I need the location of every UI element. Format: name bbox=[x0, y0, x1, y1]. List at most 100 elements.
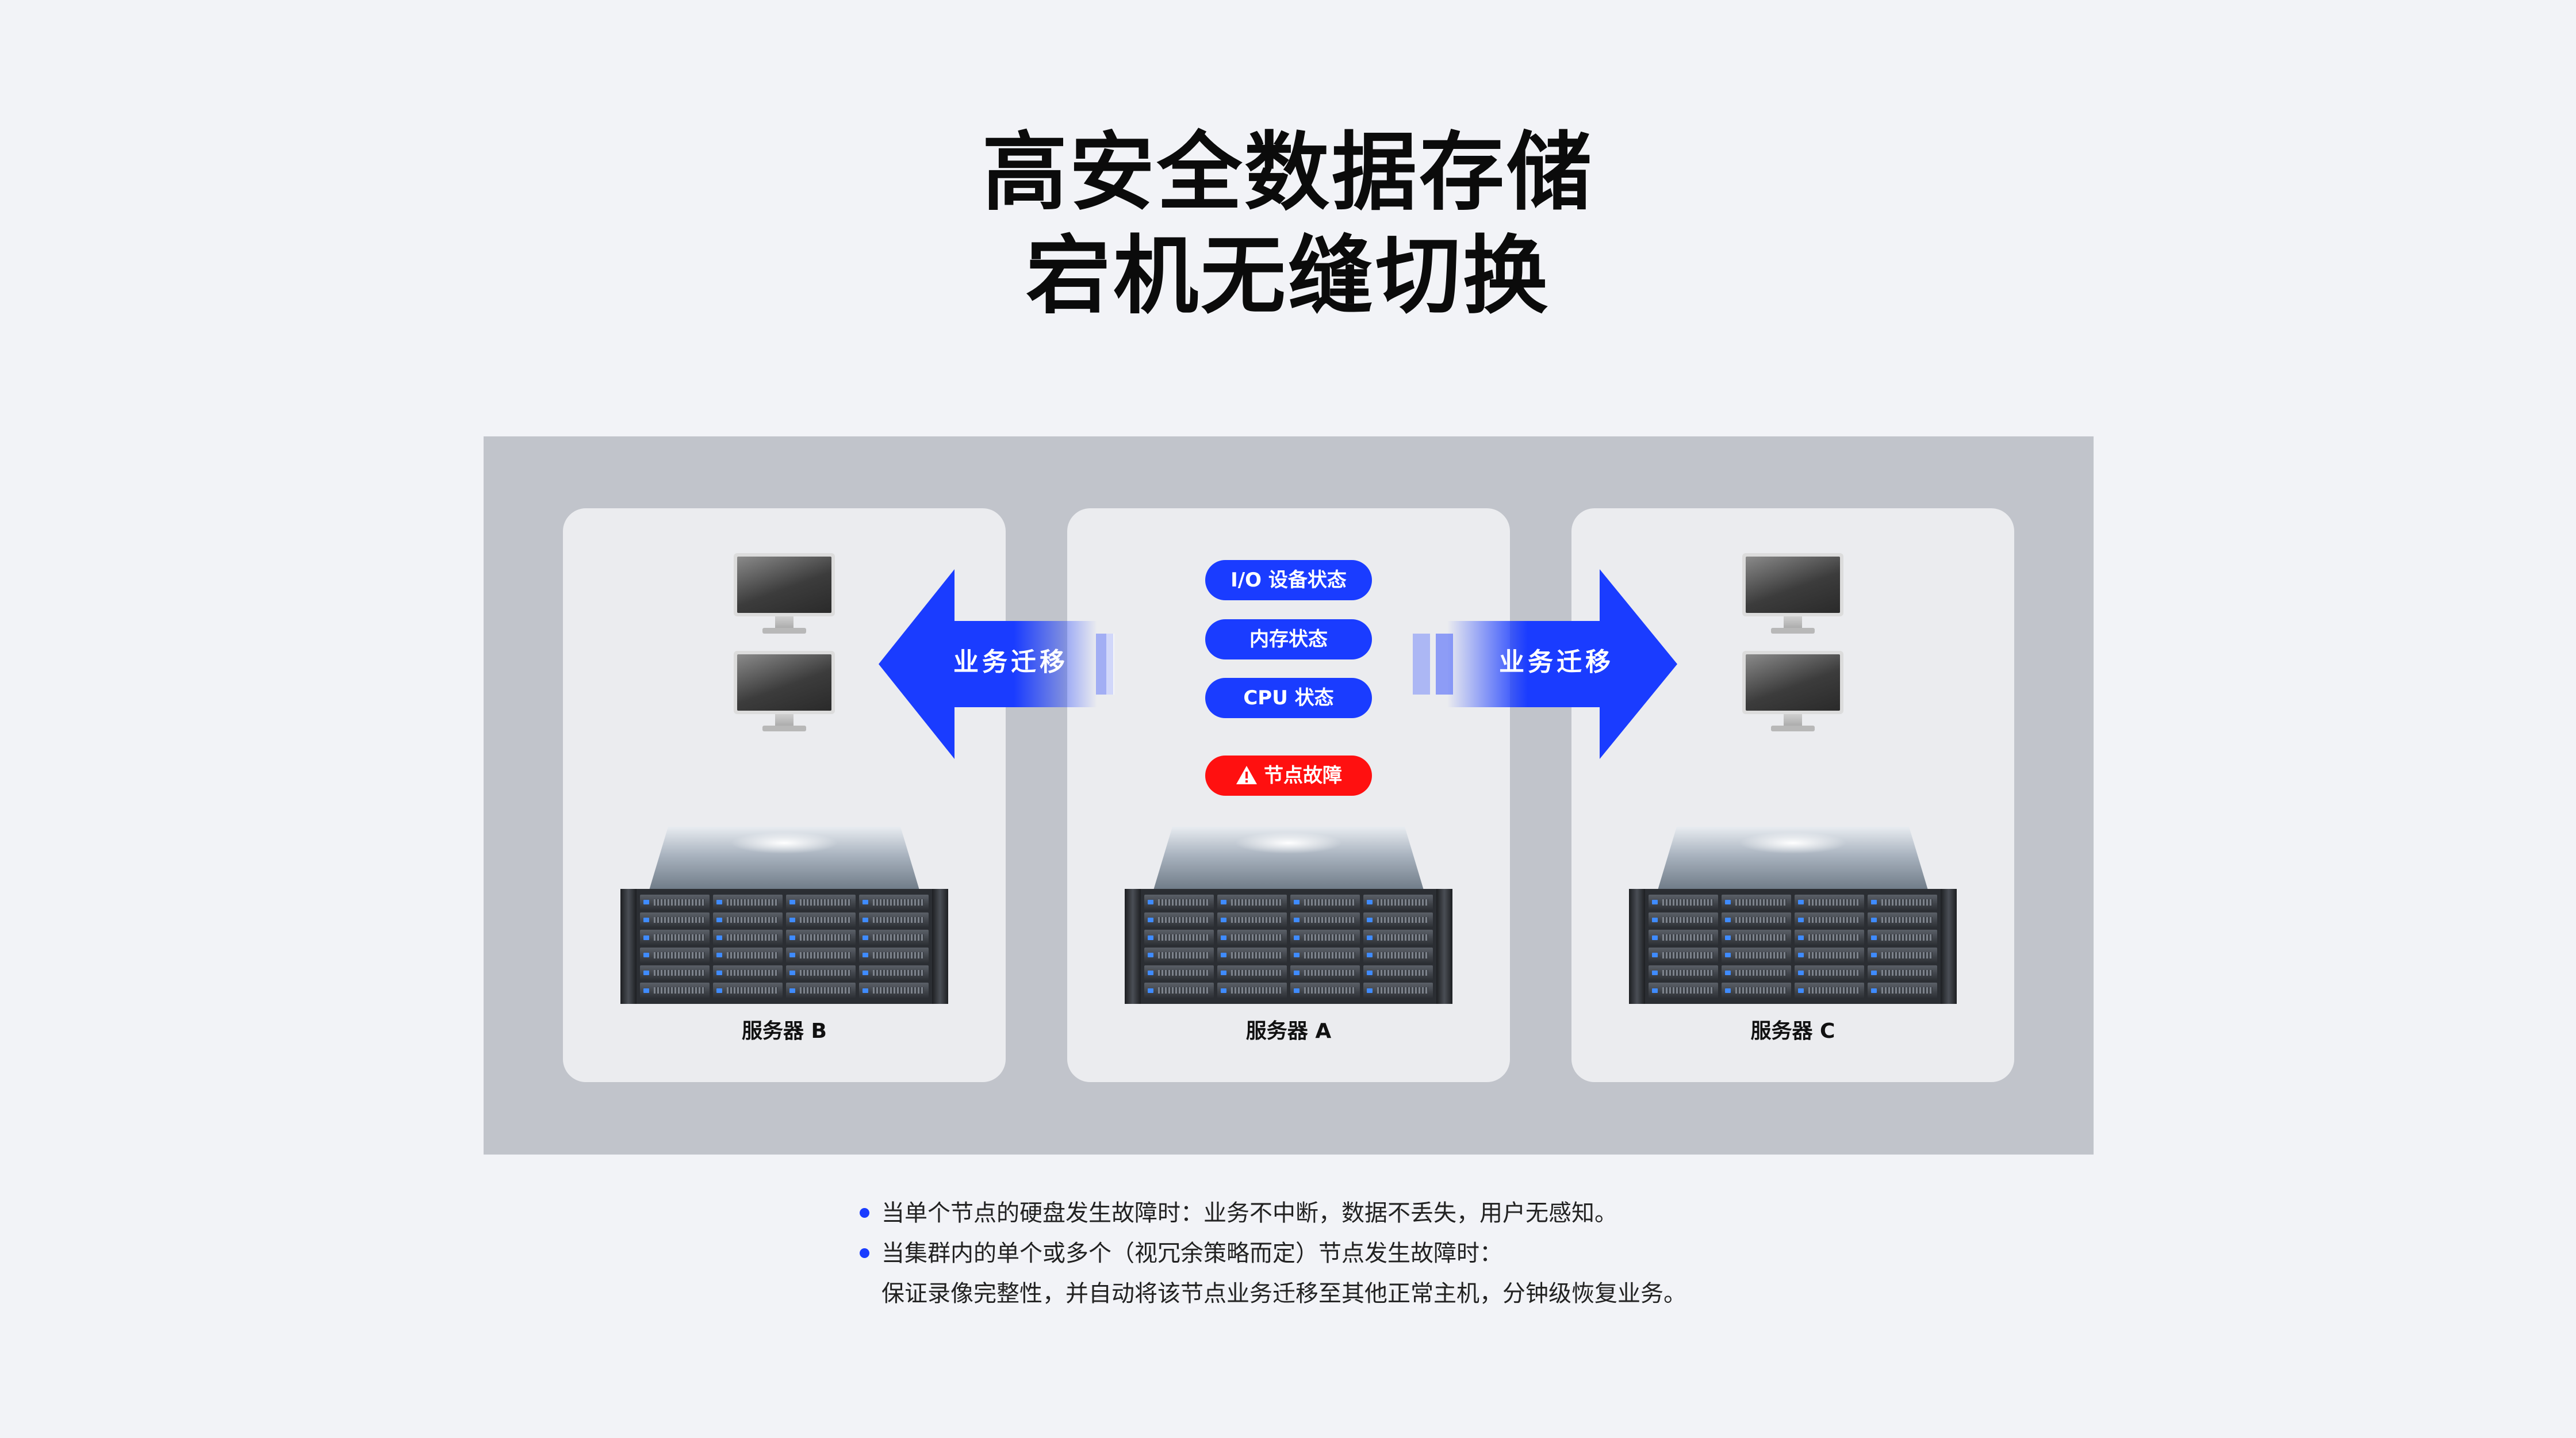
drive-bay bbox=[1795, 930, 1864, 945]
drive-bay bbox=[1290, 983, 1360, 998]
arrow-right-icon bbox=[1413, 569, 1677, 759]
bullet-icon bbox=[860, 1248, 869, 1258]
note-continuation: 保证录像完整性，并自动将该节点业务迁移至其他正常主机，分钟级恢复业务。 bbox=[881, 1280, 1686, 1307]
drive-bay bbox=[1868, 983, 1937, 998]
server-label-b: 服务器 B bbox=[742, 1019, 827, 1043]
drive-bay bbox=[859, 912, 929, 928]
drive-bay bbox=[640, 947, 710, 963]
drive-bay bbox=[640, 895, 710, 910]
drive-bay bbox=[1290, 895, 1360, 910]
drive-bay bbox=[1144, 930, 1214, 945]
drive-bay bbox=[640, 912, 710, 928]
node-fault-badge: 节点故障 bbox=[1205, 756, 1372, 796]
drive-bay bbox=[1868, 947, 1937, 963]
note-text: 当单个节点的硬盘发生故障时：业务不中断，数据不丢失，用户无感知。 bbox=[881, 1200, 1617, 1226]
warning-icon bbox=[1236, 765, 1257, 784]
memory-status-pill: 内存状态 bbox=[1205, 619, 1372, 659]
server-card-c: 服务器 C bbox=[1571, 508, 2014, 1082]
drive-bay bbox=[1795, 947, 1864, 963]
drive-bay bbox=[1217, 983, 1287, 998]
drive-bay bbox=[859, 930, 929, 945]
failover-diagram: 服务器 B I/O 设备状态 内存状态 CPU 状态 节点故障 服务器 A bbox=[484, 436, 2094, 1155]
drive-bay bbox=[786, 912, 856, 928]
drive-bay bbox=[859, 895, 929, 910]
page-title-line-1: 高安全数据存储 bbox=[982, 123, 1594, 222]
node-fault-label: 节点故障 bbox=[1264, 764, 1342, 787]
drive-bay bbox=[1722, 983, 1791, 998]
drive-bay bbox=[1868, 930, 1937, 945]
monitor-icon bbox=[734, 553, 835, 637]
drive-bay bbox=[1722, 895, 1791, 910]
drive-bay bbox=[1722, 930, 1791, 945]
drive-bay bbox=[1649, 912, 1718, 928]
server-rack-icon bbox=[620, 827, 948, 1005]
drive-bay bbox=[786, 965, 856, 981]
drive-bay bbox=[1649, 930, 1718, 945]
drive-bay bbox=[1722, 947, 1791, 963]
drive-bay bbox=[1363, 947, 1433, 963]
drive-bay bbox=[640, 965, 710, 981]
drive-bay bbox=[786, 930, 856, 945]
io-status-pill: I/O 设备状态 bbox=[1205, 560, 1372, 600]
server-label-c: 服务器 C bbox=[1750, 1019, 1835, 1043]
drive-bay bbox=[1722, 965, 1791, 981]
drive-bay bbox=[1217, 930, 1287, 945]
server-rack-icon bbox=[1629, 827, 1957, 1005]
drive-bay bbox=[1795, 983, 1864, 998]
drive-bay bbox=[859, 983, 929, 998]
drive-bay bbox=[1290, 965, 1360, 981]
drive-bay bbox=[1868, 912, 1937, 928]
drive-bay bbox=[713, 947, 783, 963]
notes-list: 当单个节点的硬盘发生故障时：业务不中断，数据不丢失，用户无感知。 当集群内的单个… bbox=[860, 1193, 1837, 1314]
migration-arrow-left: 业务迁移 bbox=[879, 569, 1120, 759]
drive-bay bbox=[1868, 965, 1937, 981]
drive-bay bbox=[1363, 965, 1433, 981]
drive-bay bbox=[1363, 895, 1433, 910]
drive-bay bbox=[1363, 912, 1433, 928]
server-label-a: 服务器 A bbox=[1245, 1019, 1332, 1043]
list-item: 当集群内的单个或多个（视冗余策略而定）节点发生故障时： 保证录像完整性，并自动将… bbox=[860, 1233, 1837, 1314]
drive-bay bbox=[713, 983, 783, 998]
arrow-left-icon bbox=[879, 569, 1114, 759]
list-item: 当单个节点的硬盘发生故障时：业务不中断，数据不丢失，用户无感知。 bbox=[860, 1193, 1837, 1233]
drive-bay bbox=[1144, 947, 1214, 963]
migration-arrow-right: 业务迁移 bbox=[1413, 569, 1677, 759]
drive-bay bbox=[713, 912, 783, 928]
drive-bay bbox=[1649, 965, 1718, 981]
drive-bay bbox=[859, 965, 929, 981]
drive-bay bbox=[786, 947, 856, 963]
drive-bay bbox=[1217, 965, 1287, 981]
drive-bay bbox=[1363, 983, 1433, 998]
drive-bay bbox=[1144, 912, 1214, 928]
drive-bay bbox=[859, 947, 929, 963]
server-rack-icon bbox=[1125, 827, 1452, 1005]
drive-bay bbox=[1795, 965, 1864, 981]
drive-bay bbox=[713, 930, 783, 945]
drive-bay bbox=[786, 895, 856, 910]
drive-bay bbox=[713, 965, 783, 981]
drive-bay bbox=[1290, 930, 1360, 945]
drive-bay bbox=[1722, 912, 1791, 928]
drive-bay bbox=[1144, 895, 1214, 910]
drive-bay bbox=[1363, 930, 1433, 945]
cpu-status-pill: CPU 状态 bbox=[1205, 678, 1372, 718]
bullet-icon bbox=[860, 1208, 869, 1218]
drive-bay bbox=[1290, 947, 1360, 963]
monitor-icon bbox=[734, 651, 835, 735]
drive-bay bbox=[1144, 965, 1214, 981]
drive-bay bbox=[1795, 912, 1864, 928]
monitor-icon bbox=[1742, 651, 1843, 735]
monitor-icon bbox=[1742, 553, 1843, 637]
migration-label-left: 业务迁移 bbox=[953, 647, 1068, 677]
drive-bay bbox=[1868, 895, 1937, 910]
drive-bay bbox=[1649, 947, 1718, 963]
migration-label-right: 业务迁移 bbox=[1499, 647, 1614, 677]
drive-bay bbox=[640, 930, 710, 945]
page-title-line-2: 宕机无缝切换 bbox=[1026, 227, 1550, 325]
drive-bay bbox=[640, 983, 710, 998]
drive-bay bbox=[1217, 895, 1287, 910]
drive-bay bbox=[1217, 947, 1287, 963]
drive-bay bbox=[786, 983, 856, 998]
drive-bay bbox=[1144, 983, 1214, 998]
drive-bay bbox=[713, 895, 783, 910]
